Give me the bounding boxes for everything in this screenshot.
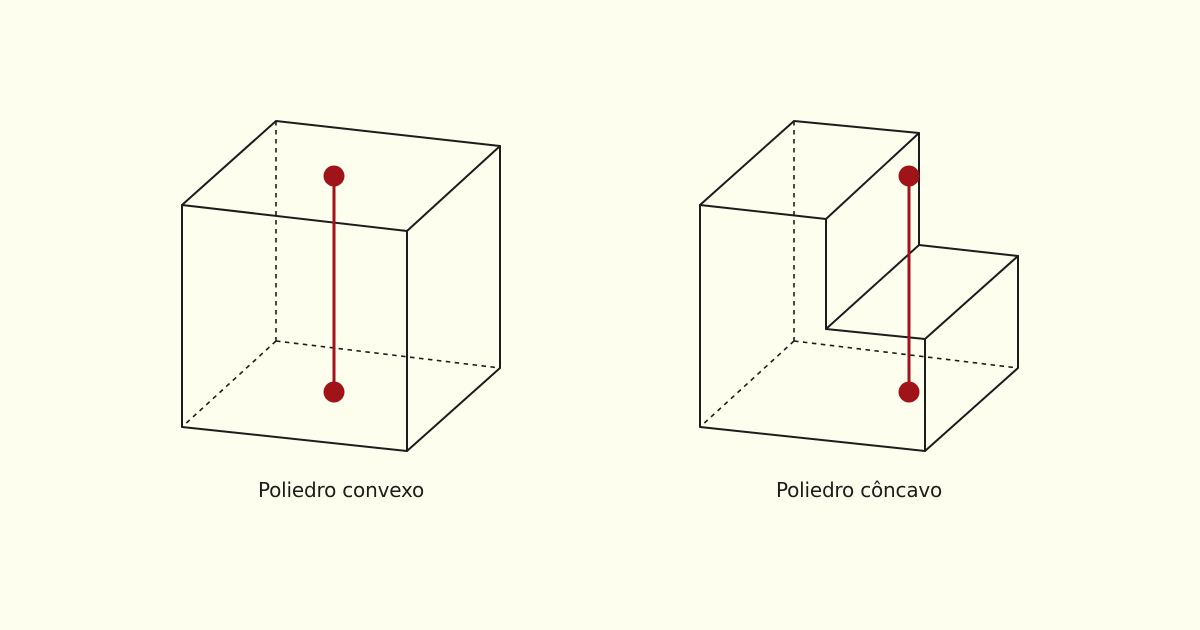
convex-segment: [323, 165, 345, 403]
hidden-edge: [181, 340, 277, 428]
convex-hidden-edges: [181, 121, 501, 428]
convex-segment-top-point: [323, 165, 345, 187]
concave-segment-top-point: [898, 165, 920, 187]
right-face-back: [406, 145, 501, 452]
concave-polyhedron: [699, 120, 1019, 452]
concave-segment: [898, 165, 920, 403]
convex-segment-bottom-point: [323, 381, 345, 403]
concave-visible-edges: [699, 120, 1019, 452]
concave-segment-bottom-point: [898, 381, 920, 403]
hidden-edge: [275, 340, 501, 369]
convex-caption: Poliedro convexo: [257, 478, 425, 502]
lower-right-face: [924, 255, 1019, 452]
lower-step-face: [825, 244, 1019, 340]
concave-hidden-edges: [699, 121, 1019, 428]
convex-polyhedron: [181, 120, 501, 452]
front-face: [181, 204, 408, 452]
concave-caption: Poliedro côncavo: [775, 478, 943, 502]
concave-outline: [699, 204, 926, 452]
convex-visible-edges: [181, 120, 501, 452]
hidden-edge: [793, 340, 1019, 369]
top-face-back: [181, 120, 501, 232]
upper-top-face: [699, 120, 920, 220]
hidden-edge: [699, 340, 795, 428]
